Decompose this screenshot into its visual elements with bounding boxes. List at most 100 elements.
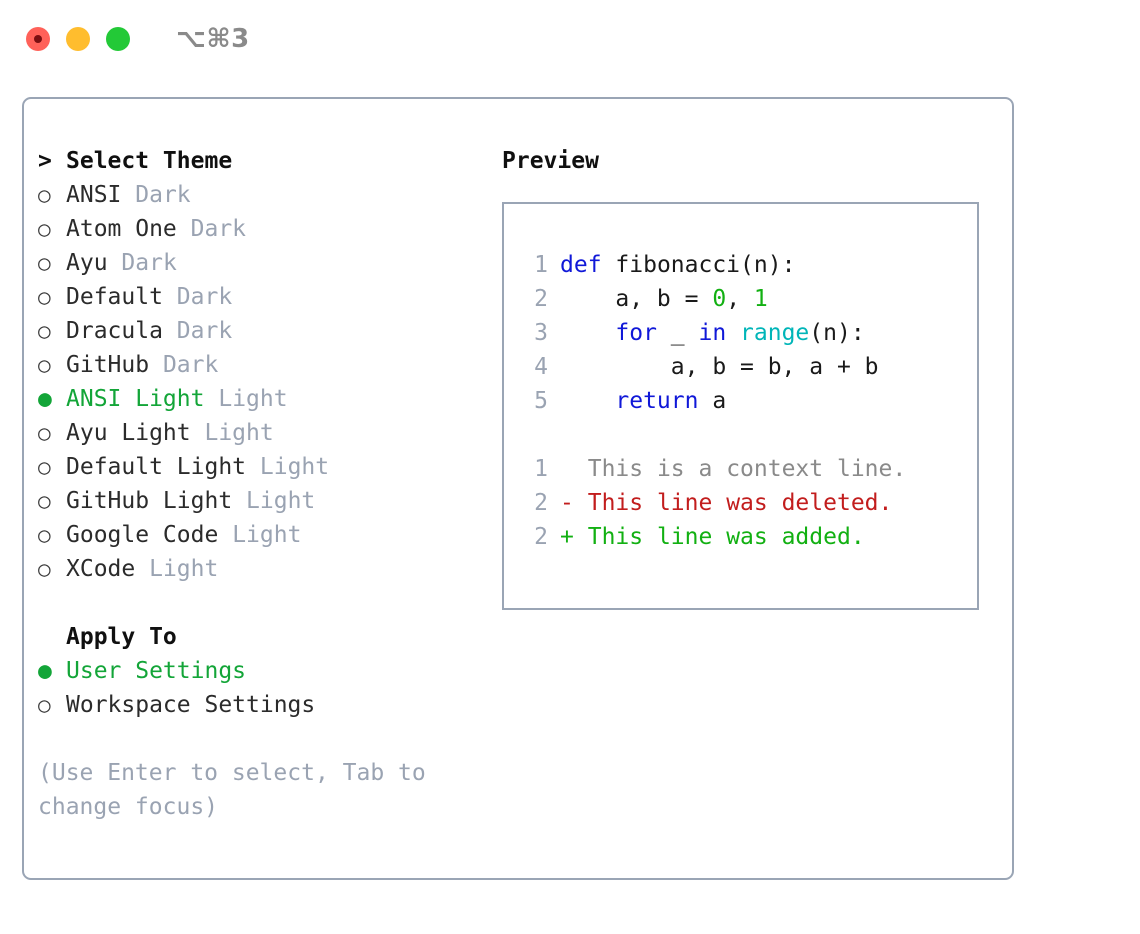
code-token: return bbox=[615, 388, 699, 414]
code-line: 5 return a bbox=[518, 384, 977, 418]
theme-variant-label: Light bbox=[149, 556, 219, 582]
theme-option-ayu-light[interactable]: ○ Ayu Light Light bbox=[38, 416, 488, 450]
line-number: 2 bbox=[534, 490, 548, 516]
theme-option-dracula-dark[interactable]: ○ Dracula Dark bbox=[38, 314, 488, 348]
close-button-icon[interactable] bbox=[26, 27, 50, 51]
theme-option-google-code[interactable]: ○ Google Code Light bbox=[38, 518, 488, 552]
theme-option-label: GitHub Light bbox=[66, 488, 233, 514]
diff-text: This is a context line. bbox=[587, 456, 907, 482]
code-token: 1 bbox=[753, 286, 768, 312]
apply-to-caret-placeholder bbox=[38, 620, 66, 654]
keyboard-hint-text: (Use Enter to select, Tab to change focu… bbox=[38, 760, 440, 820]
theme-option-label: ANSI Light bbox=[66, 386, 205, 412]
radio-selected-icon: ● bbox=[38, 386, 52, 412]
code-token: 0 bbox=[712, 286, 727, 312]
radio-unselected-icon: ○ bbox=[38, 523, 51, 547]
diff-marker bbox=[560, 452, 574, 486]
diff-text: This line was added. bbox=[587, 524, 865, 550]
theme-option-label: Atom One bbox=[66, 216, 177, 242]
code-line: 2 a, b = 0 , 1 bbox=[518, 282, 977, 316]
code-line: 3 for _ in range (n): bbox=[518, 316, 977, 350]
theme-option-default-dark[interactable]: ○ Default Dark bbox=[38, 280, 488, 314]
diff-marker: - bbox=[560, 490, 574, 516]
line-number: 2 bbox=[534, 524, 548, 550]
theme-variant-label: Dark bbox=[176, 318, 233, 344]
theme-option-label: Ayu Light bbox=[66, 420, 191, 446]
theme-option-ayu-dark[interactable]: ○ Ayu Dark bbox=[38, 246, 488, 280]
theme-variant-label: Dark bbox=[176, 284, 233, 310]
apply-to-option-user-settings[interactable]: ● User Settings bbox=[38, 654, 488, 688]
radio-unselected-icon: ○ bbox=[38, 693, 51, 717]
code-token: (n): bbox=[809, 320, 865, 346]
theme-option-ansi-dark[interactable]: ○ ANSI Dark bbox=[38, 178, 488, 212]
apply-to-title: Apply To bbox=[66, 624, 177, 650]
code-token: range bbox=[740, 320, 810, 346]
theme-option-label: Dracula bbox=[66, 318, 163, 344]
focus-caret-icon: > bbox=[38, 148, 52, 174]
radio-unselected-icon: ○ bbox=[38, 319, 51, 343]
keyboard-shortcut-label: ⌥⌘3 bbox=[176, 24, 250, 54]
minimize-button-icon[interactable] bbox=[66, 27, 90, 51]
diff-text: This line was deleted. bbox=[587, 490, 893, 516]
select-theme-header: > Select Theme bbox=[38, 144, 488, 178]
radio-unselected-icon: ○ bbox=[38, 421, 51, 445]
theme-option-atom-one-dark[interactable]: ○ Atom One Dark bbox=[38, 212, 488, 246]
code-line: 1 def fibonacci(n): bbox=[518, 248, 977, 282]
radio-unselected-icon: ○ bbox=[38, 251, 51, 275]
theme-option-label: GitHub bbox=[66, 352, 150, 378]
line-number: 2 bbox=[534, 286, 548, 312]
code-token: a, b = b, a + b bbox=[560, 354, 879, 380]
apply-to-option-label: Workspace Settings bbox=[66, 692, 316, 718]
code-token: fibonacci(n): bbox=[615, 252, 796, 278]
code-token bbox=[560, 316, 615, 350]
code-token bbox=[726, 316, 740, 350]
code-token bbox=[560, 384, 615, 418]
line-number: 5 bbox=[534, 388, 548, 414]
theme-option-xcode-light[interactable]: ○ XCode Light bbox=[38, 552, 488, 586]
line-number: 1 bbox=[534, 252, 548, 278]
diff-marker: + bbox=[560, 524, 574, 550]
theme-variant-label: Light bbox=[259, 454, 330, 480]
line-number: 3 bbox=[534, 320, 548, 346]
code-token: def bbox=[560, 252, 602, 278]
code-token: in bbox=[698, 320, 727, 346]
theme-variant-label: Dark bbox=[135, 182, 191, 208]
diff-line-added: 2 + This line was added. bbox=[518, 520, 977, 554]
main-card: > Select Theme ○ ANSI Dark ○ Atom One Da… bbox=[22, 97, 1014, 880]
theme-option-label: ANSI bbox=[66, 182, 122, 208]
radio-unselected-icon: ○ bbox=[38, 285, 51, 309]
apply-to-option-workspace-settings[interactable]: ○ Workspace Settings bbox=[38, 688, 488, 722]
diff-line-context: 1 This is a context line. bbox=[518, 452, 977, 486]
theme-option-variant bbox=[121, 178, 135, 212]
theme-option-label: Default bbox=[66, 284, 163, 310]
theme-variant-label: Dark bbox=[162, 352, 219, 378]
code-line: 4 a, b = b, a + b bbox=[518, 350, 977, 384]
theme-variant-label: Light bbox=[204, 420, 274, 446]
preview-title: Preview bbox=[502, 148, 599, 174]
code-token: _ bbox=[656, 320, 699, 346]
theme-variant-label: Light bbox=[246, 488, 316, 514]
left-pane: > Select Theme ○ ANSI Dark ○ Atom One Da… bbox=[38, 144, 488, 824]
code-token: , bbox=[726, 286, 754, 312]
radio-unselected-icon: ○ bbox=[38, 489, 51, 513]
radio-unselected-icon: ○ bbox=[38, 557, 51, 581]
radio-unselected-icon: ○ bbox=[38, 183, 51, 207]
select-theme-title: Select Theme bbox=[66, 148, 233, 174]
theme-option-github-light[interactable]: ○ GitHub Light Light bbox=[38, 484, 488, 518]
radio-unselected-icon: ○ bbox=[38, 455, 51, 479]
apply-to-option-label: User Settings bbox=[66, 658, 247, 684]
theme-option-default-light[interactable]: ○ Default Light Light bbox=[38, 450, 488, 484]
theme-option-ansi-light[interactable]: ● ANSI Light Light bbox=[38, 382, 488, 416]
traffic-light-group bbox=[26, 27, 130, 51]
theme-option-github-dark[interactable]: ○ GitHub Dark bbox=[38, 348, 488, 382]
section-spacer bbox=[38, 586, 488, 620]
diff-line-deleted: 2 - This line was deleted. bbox=[518, 486, 977, 520]
theme-variant-label: Dark bbox=[121, 250, 177, 276]
theme-variant-label: Light bbox=[232, 522, 302, 548]
theme-variant-label: Dark bbox=[190, 216, 247, 242]
apply-to-header: Apply To bbox=[38, 620, 488, 654]
zoom-button-icon[interactable] bbox=[106, 27, 130, 51]
code-token bbox=[602, 248, 616, 282]
line-number: 4 bbox=[534, 354, 548, 380]
